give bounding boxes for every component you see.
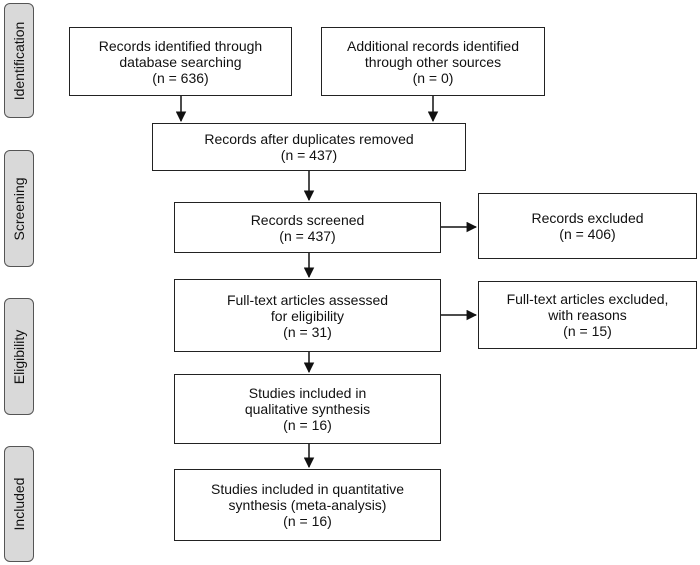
box-count: (n = 437): [279, 227, 336, 244]
box-other-sources: Additional records identified through ot…: [321, 27, 545, 96]
phase-included: Included: [4, 446, 34, 562]
box-fulltext-excluded: Full-text articles excluded, with reason…: [478, 281, 697, 349]
phase-screening-label: Screening: [11, 176, 27, 241]
box-records-excluded: Records excluded (n = 406): [478, 193, 697, 259]
box-count: (n = 31): [283, 323, 332, 340]
box-text: with reasons: [548, 307, 627, 323]
box-count: (n = 16): [283, 417, 332, 433]
box-database-records: Records identified through database sear…: [69, 27, 292, 96]
box-text: Records excluded: [531, 210, 644, 226]
box-text: Records identified through: [98, 37, 263, 54]
box-fulltext-assessed: Full-text articles assessed for eligibil…: [174, 279, 441, 352]
box-text: Studies included in: [248, 385, 367, 401]
box-count: (n = 636): [152, 69, 209, 86]
box-count: (n = 15): [563, 323, 612, 339]
phase-included-label: Included: [11, 477, 27, 531]
phase-identification-label: Identification: [11, 21, 27, 100]
box-quantitative-synthesis: Studies included in quantitative synthes…: [174, 469, 441, 541]
box-text: Records screened: [250, 211, 365, 228]
box-qualitative-synthesis: Studies included in qualitative synthesi…: [174, 374, 441, 444]
box-duplicates-removed: Records after duplicates removed (n = 43…: [152, 123, 466, 171]
phase-identification: Identification: [4, 3, 34, 118]
box-count: (n = 16): [283, 513, 332, 529]
box-count: (n = 406): [559, 226, 616, 242]
box-text: qualitative synthesis: [244, 401, 371, 417]
box-text: Full-text articles excluded,: [506, 291, 669, 307]
box-text: Studies included in quantitative: [210, 481, 405, 497]
phase-eligibility-label: Eligibility: [11, 329, 27, 384]
box-text: for eligibility: [270, 307, 345, 324]
box-text: database searching: [119, 53, 242, 70]
box-text: through other sources: [364, 53, 502, 70]
box-count: (n = 437): [280, 147, 338, 163]
phase-screening: Screening: [4, 150, 34, 267]
box-count: (n = 0): [412, 69, 454, 86]
phase-eligibility: Eligibility: [4, 298, 34, 415]
box-text: Records after duplicates removed: [204, 131, 414, 147]
box-text: Additional records identified: [347, 37, 519, 54]
box-text: Full-text articles assessed: [226, 291, 389, 308]
box-text: synthesis (meta-analysis): [228, 497, 387, 513]
box-records-screened: Records screened (n = 437): [174, 202, 441, 253]
